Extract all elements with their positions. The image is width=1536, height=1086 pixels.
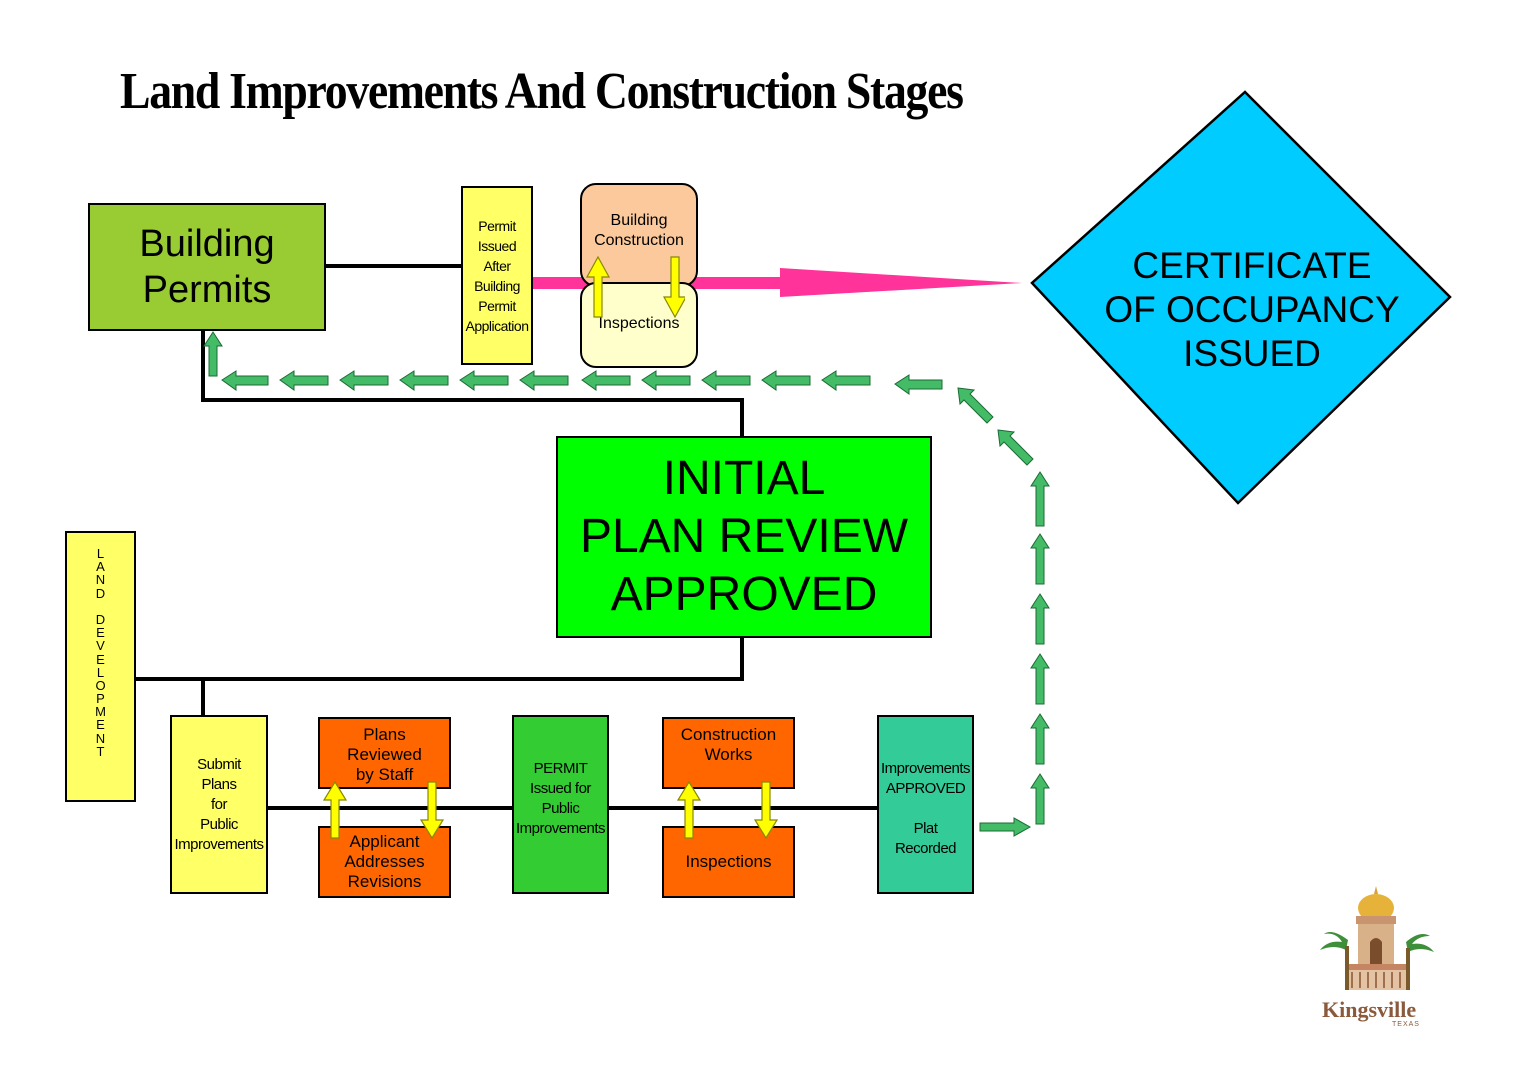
plans-reviewed-box: Plans Reviewed by Staff	[318, 717, 451, 789]
applicant-revisions-box: Applicant Addresses Revisions	[318, 826, 451, 898]
land-development-letter: E	[96, 651, 105, 667]
inspections-bottom-box: Inspections	[662, 826, 795, 898]
arrow-up-icon	[676, 780, 702, 839]
dashed-arrow-diagonal	[957, 387, 1034, 466]
connector-review-to-land	[136, 637, 744, 681]
logo-wordmark: Kingsville	[1322, 997, 1417, 1022]
review-revision-arrows	[323, 780, 445, 840]
city-hall-dome-palm-logo	[1320, 886, 1434, 990]
land-development-letter: N	[95, 572, 106, 588]
land-development-letter: N	[95, 730, 106, 746]
construction-inspection-arrows	[676, 780, 779, 840]
building-permits-box: Building Permits	[88, 203, 326, 331]
certificate-label: CERTIFICATE OF OCCUPANCY ISSUED	[1104, 245, 1400, 374]
land-development-letter: E	[96, 625, 105, 641]
construction-works-box: Construction Works	[662, 717, 795, 789]
pink-arrow-to-certificate	[532, 268, 1022, 297]
submit-plans-box: Submit Plans for Public Improvements	[170, 715, 268, 894]
arrow-up-icon	[585, 255, 611, 318]
permit-issued-box: Permit Issued After Building Permit Appl…	[461, 186, 533, 365]
arrow-down-icon	[753, 781, 779, 840]
top-revision-arrows	[585, 255, 685, 319]
land-development-letter: V	[96, 638, 105, 654]
land-development-letter: L	[96, 546, 105, 561]
permit-public-improvements-box: PERMIT Issued for Public Improvements	[512, 715, 609, 894]
dashed-arrow-top-row	[221, 370, 943, 395]
initial-plan-review-box: INITIAL PLAN REVIEW APPROVED	[556, 436, 932, 638]
land-development-letter: D	[95, 611, 106, 627]
land-development-letter: M	[95, 704, 106, 720]
dashed-arrow-out-of-improvements	[979, 817, 1032, 837]
page-title: Land Improvements And Construction Stage…	[120, 63, 964, 120]
logo-subtitle: TEXAS	[1392, 1021, 1420, 1028]
land-development-letter: A	[96, 559, 105, 575]
arrow-up-icon	[323, 780, 348, 839]
land-development-letter: L	[96, 664, 105, 680]
certificate-diamond	[1030, 90, 1452, 505]
arrow-down-icon	[662, 256, 685, 319]
dashed-arrow-up-into-permits	[203, 331, 223, 377]
connector-permits-to-review	[201, 330, 744, 437]
dashed-arrow-right-column	[1030, 471, 1050, 825]
land-development-letter: O	[95, 677, 106, 693]
land-development-letter: T	[96, 743, 105, 759]
land-development-letter: D	[95, 585, 106, 601]
land-development-letter: E	[96, 717, 105, 733]
land-development-letter	[99, 600, 103, 613]
land-development-letter: P	[96, 691, 105, 707]
arrow-down-icon	[419, 781, 445, 840]
improvements-approved-box: Improvements APPROVED Plat Recorded	[877, 715, 974, 894]
